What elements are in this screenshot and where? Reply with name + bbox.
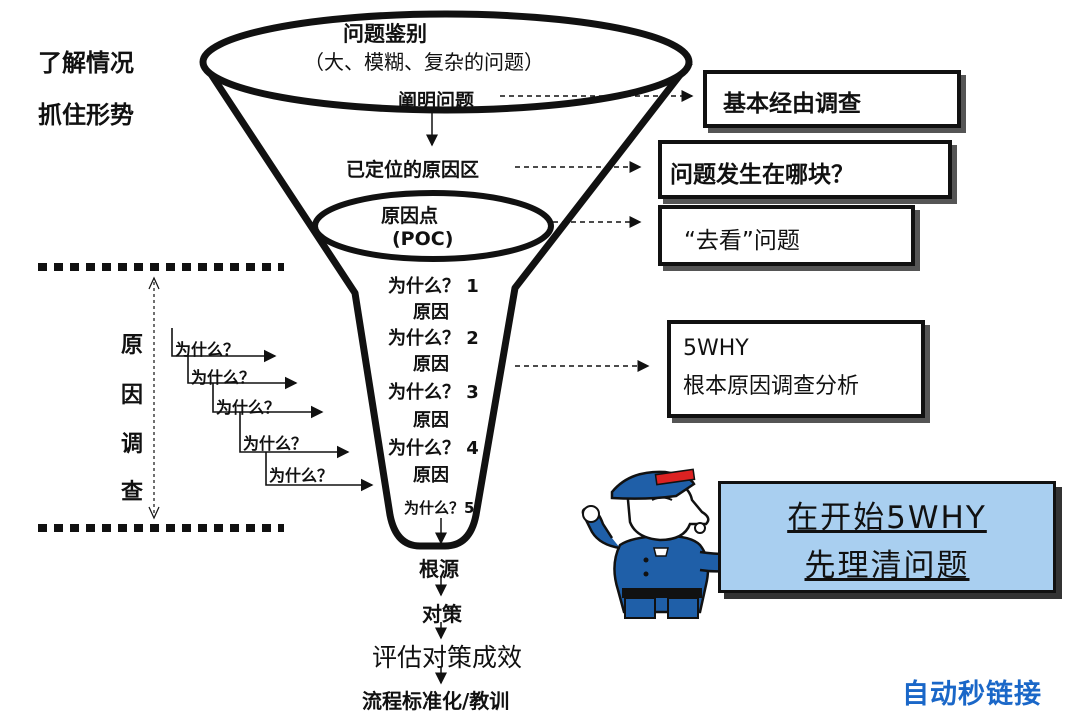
staircase-why-3: 为什么？ [216, 398, 281, 417]
root-cause-char-4: 查 [121, 480, 144, 505]
box-basic-investigation: 基本经由调查 [703, 70, 961, 128]
poc-label-line1: 原因点 [381, 205, 439, 227]
label-understand-situation: 了解情况 [38, 49, 134, 77]
why-staircase-lines [171, 328, 374, 492]
clarify-problem-label: 阐明问题 [398, 90, 475, 112]
problem-identification-title: 问题鉴别 [343, 22, 427, 46]
callout-line1: 在开始5WHY [787, 500, 987, 536]
staircase-why-4: 为什么？ [243, 434, 308, 453]
cause-2: 原因 [413, 354, 449, 375]
cause-4: 原因 [413, 465, 449, 486]
flow-countermeasure: 对策 [422, 602, 462, 626]
poc-label-line2: (POC) [392, 228, 454, 250]
box-where-happened-text: 问题发生在哪块？ [670, 162, 854, 188]
watermark: 自动秒链接 [902, 679, 1042, 710]
box-where-happened: 问题发生在哪块？ [658, 140, 952, 199]
box-five-why-line1: 5WHY [683, 336, 749, 361]
cause-3: 原因 [413, 410, 449, 431]
funnel-top-ellipse [199, 10, 693, 114]
located-cause-area-label: 已定位的原因区 [346, 159, 480, 181]
cause-1: 原因 [413, 302, 449, 323]
problem-identification-subtitle: （大、模糊、复杂的问题） [304, 50, 544, 74]
root-cause-char-1: 原 [121, 333, 144, 358]
box-go-see: “去看”问题 [658, 205, 915, 266]
flow-standardize-lessons: 流程标准化/教训 [362, 689, 510, 713]
why-1: 为什么？ 1 [388, 276, 479, 297]
poc-ellipse [312, 190, 554, 262]
why-2: 为什么？ 2 [388, 328, 479, 349]
why-3: 为什么？ 3 [388, 382, 479, 403]
label-grasp-situation: 抓住形势 [38, 101, 134, 129]
flow-root-source: 根源 [419, 557, 459, 581]
root-cause-char-2: 因 [121, 383, 144, 408]
staircase-why-1: 为什么？ [175, 340, 240, 359]
box-go-see-text: “去看”问题 [684, 228, 800, 254]
callout-box: 在开始5WHY 先理清问题 [718, 481, 1056, 593]
box-basic-investigation-text: 基本经由调查 [723, 91, 861, 117]
staircase-why-5: 为什么？ [269, 466, 334, 485]
root-cause-char-3: 调 [121, 432, 144, 457]
flow-evaluate-effect: 评估对策成效 [372, 643, 523, 672]
why-4: 为什么？ 4 [388, 438, 479, 459]
box-five-why-line2: 根本原因调查分析 [683, 374, 860, 399]
box-five-why: 5WHY 根本原因调查分析 [667, 320, 925, 418]
staircase-why-2: 为什么？ [191, 368, 256, 387]
funnel-outline [200, 59, 693, 550]
why-5: 为什么？5 [404, 499, 475, 517]
callout-line2: 先理清问题 [804, 548, 970, 584]
